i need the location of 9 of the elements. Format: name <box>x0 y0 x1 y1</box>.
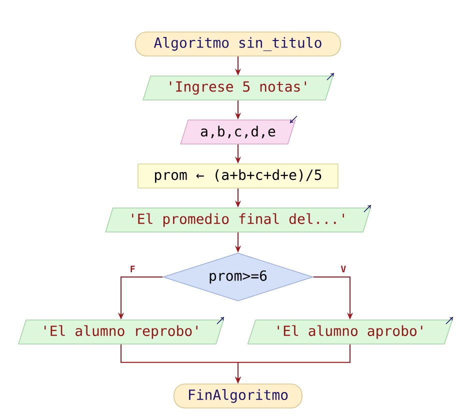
edge-label: V <box>340 266 346 272</box>
output-parallelogram: 'El promedio final del...' <box>105 208 371 232</box>
input-parallelogram: a,b,c,d,e <box>180 120 296 144</box>
terminal-box: FinAlgoritmo <box>174 384 302 408</box>
output-parallelogram: 'Ingrese 5 notas' <box>142 76 334 100</box>
output-parallelogram: 'El alumno aprobo' <box>247 320 453 344</box>
process-box: prom ← (a+b+c+d+e)/5 <box>138 164 338 188</box>
edge-label: F <box>130 266 135 272</box>
terminal-box: Algoritmo sin_titulo <box>135 32 341 56</box>
